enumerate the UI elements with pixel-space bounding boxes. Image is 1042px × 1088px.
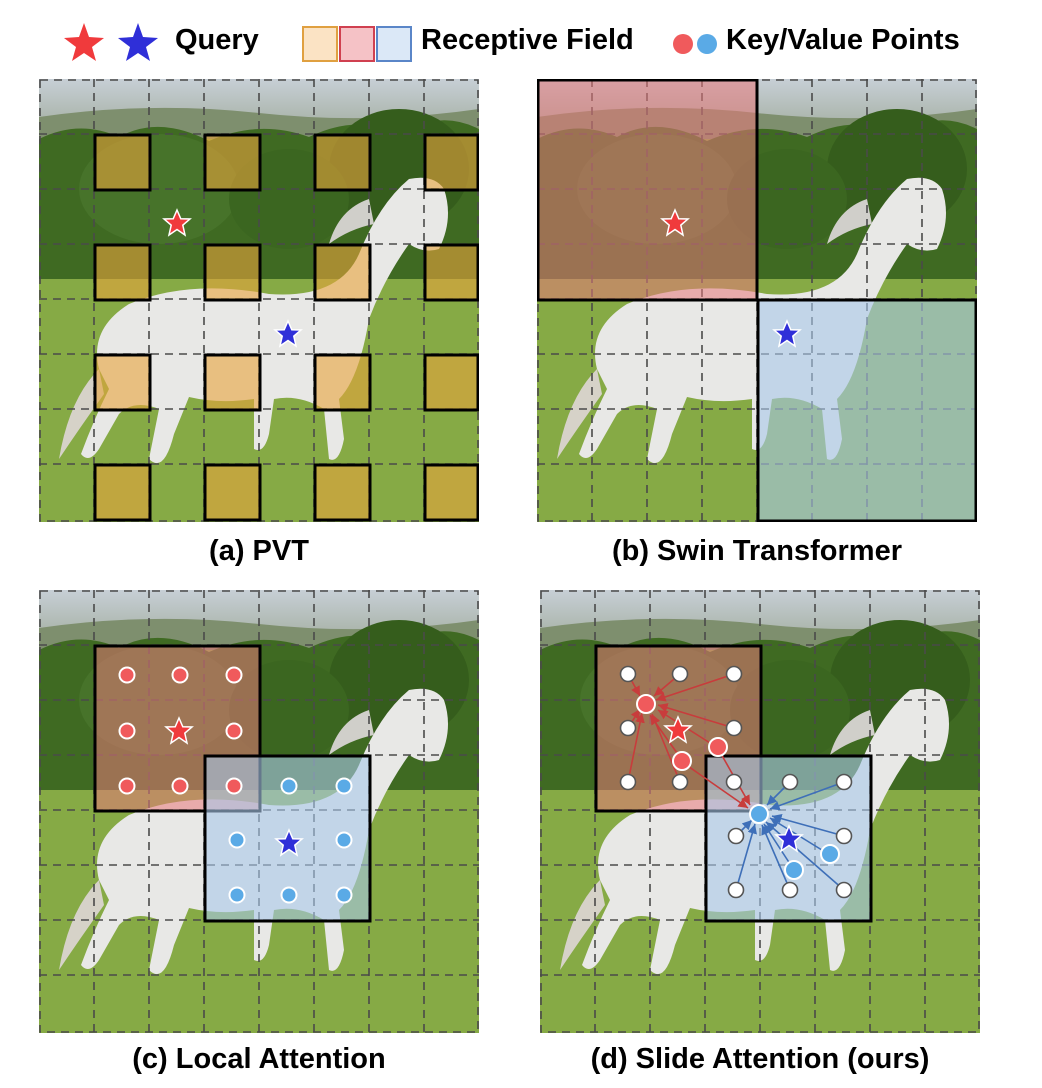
legend-graphics bbox=[64, 23, 717, 62]
pvt-diagram bbox=[39, 79, 479, 522]
blue-star-icon bbox=[118, 23, 158, 61]
panel-slide bbox=[540, 590, 980, 1033]
local-red-points bbox=[118, 666, 243, 795]
orange-field-swatch-icon bbox=[302, 26, 338, 62]
slide-blue-points bbox=[749, 804, 840, 880]
legend: Query Receptive Field Key/Value Points bbox=[0, 0, 1042, 80]
local-diagram bbox=[39, 590, 479, 1033]
swin-diagram bbox=[537, 79, 977, 522]
slide-diagram bbox=[540, 590, 980, 1033]
red-point-icon bbox=[673, 34, 693, 54]
legend-kv-points-label: Key/Value Points bbox=[726, 24, 960, 56]
swin-blue-window bbox=[756, 298, 977, 522]
caption-pvt: (a) PVT bbox=[209, 535, 309, 567]
panel-pvt bbox=[39, 79, 479, 522]
caption-swin: (b) Swin Transformer bbox=[611, 535, 903, 567]
slide-blue-arrows bbox=[735, 781, 845, 891]
local-blue-points bbox=[228, 777, 353, 904]
red-field-swatch-icon bbox=[339, 26, 375, 62]
slide-red-points bbox=[636, 694, 728, 771]
blue-point-icon bbox=[697, 34, 717, 54]
panel-swin bbox=[537, 79, 977, 522]
caption-local: (c) Local Attention bbox=[132, 1043, 386, 1075]
blue-field-swatch-icon bbox=[376, 26, 412, 62]
caption-slide: (d) Slide Attention (ours) bbox=[590, 1043, 930, 1075]
legend-query-label: Query bbox=[175, 24, 259, 56]
legend-receptive-field-label: Receptive Field bbox=[421, 24, 634, 56]
swin-red-window bbox=[537, 79, 759, 302]
panel-local bbox=[39, 590, 479, 1033]
red-star-icon bbox=[64, 23, 104, 61]
slide-grid-points bbox=[619, 665, 853, 899]
slide-red-arrows bbox=[627, 673, 751, 809]
pvt-receptive-fields bbox=[93, 133, 479, 522]
